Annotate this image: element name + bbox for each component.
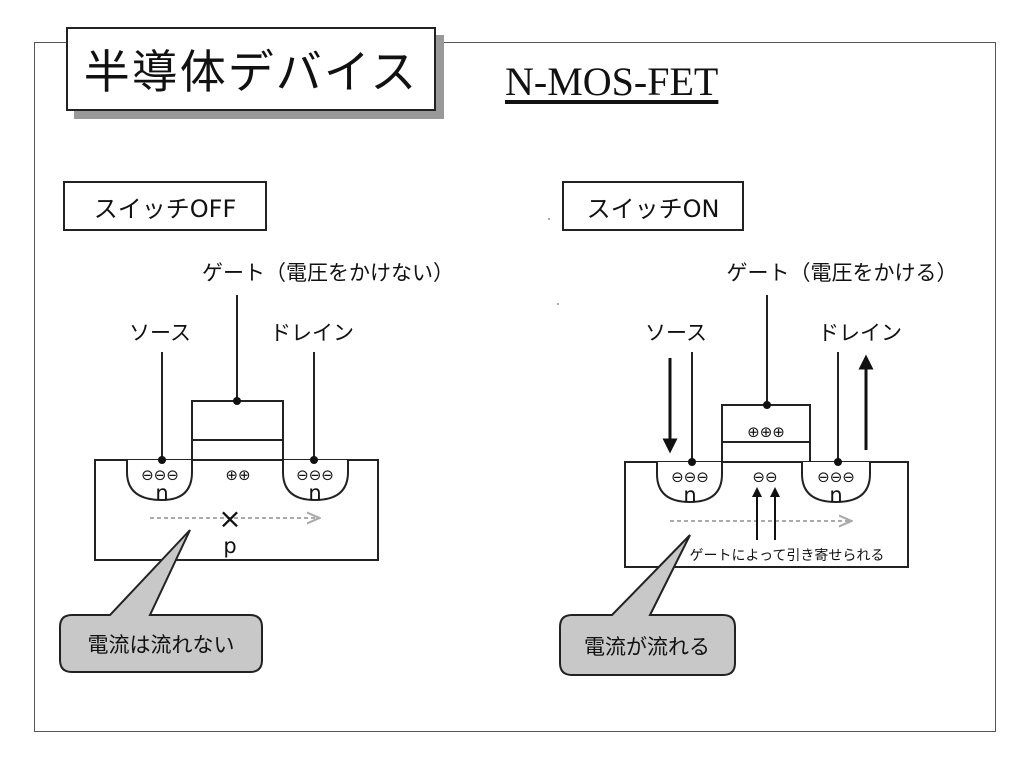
on-heading-box — [562, 181, 744, 231]
off-gate — [191, 400, 284, 461]
on-panel: スイッチON ゲート（電圧をかける） ソース ドレイン ⊕⊕⊕ ⊖⊖⊖ n ⊖⊖… — [559, 181, 958, 676]
on-source-well — [656, 462, 723, 504]
on-attraction-note: ゲートによって引き寄せられる — [690, 547, 885, 564]
on-drain-region: n — [829, 483, 842, 507]
on-source-label: ソース — [645, 321, 707, 345]
off-gate-label: ゲート（電圧をかけない） — [202, 261, 454, 285]
on-heading: スイッチON — [587, 195, 720, 223]
on-callout-text: 電流が流れる — [584, 635, 710, 659]
on-drain-label: ドレイン — [818, 321, 902, 345]
off-heading: スイッチOFF — [94, 195, 237, 223]
on-source-contact — [688, 458, 696, 466]
slide-title: 半導体デバイス — [66, 27, 436, 111]
off-panel: スイッチOFF ゲート（電圧をかけない） ソース ドレイン ⊖⊖⊖ n ⊖⊖⊖ … — [59, 181, 454, 673]
off-gate-contact — [233, 397, 241, 405]
off-drain-label: ドレイン — [270, 321, 354, 345]
on-source-region: n — [683, 483, 696, 507]
on-drain-well — [801, 462, 871, 504]
off-callout-text: 電流は流れない — [88, 633, 235, 657]
on-source-charges: ⊖⊖⊖ — [671, 468, 709, 486]
off-heading-box — [63, 181, 267, 231]
on-callout — [559, 534, 736, 676]
on-gate-charges: ⊕⊕⊕ — [747, 423, 785, 441]
off-source-label: ソース — [129, 321, 191, 345]
off-substrate-label: p — [223, 534, 236, 558]
off-channel-charges: ⊕⊕ — [225, 466, 250, 484]
on-gate-contact — [763, 401, 771, 409]
off-drain-contact — [310, 456, 318, 464]
off-source-contact — [158, 456, 166, 464]
off-drain-region: n — [308, 481, 321, 505]
off-source-well — [126, 460, 193, 502]
on-gate — [721, 404, 811, 463]
scan-speck — [557, 303, 559, 305]
on-drain-contact — [834, 458, 842, 466]
off-blocked-mark: × — [218, 502, 241, 535]
off-drain-well — [282, 460, 349, 502]
off-callout — [59, 529, 263, 673]
on-gate-label: ゲート（電圧をかける） — [727, 261, 958, 285]
slide-subtitle: N-MOS-FET — [505, 59, 719, 104]
slide-frame — [34, 42, 996, 732]
scan-speck — [548, 218, 550, 220]
off-drain-charges: ⊖⊖⊖ — [296, 466, 334, 484]
off-source-charges: ⊖⊖⊖ — [141, 466, 179, 484]
on-drain-charges: ⊖⊖⊖ — [817, 468, 855, 486]
off-source-region: n — [155, 481, 168, 505]
on-channel-charges: ⊖⊖ — [752, 468, 777, 486]
